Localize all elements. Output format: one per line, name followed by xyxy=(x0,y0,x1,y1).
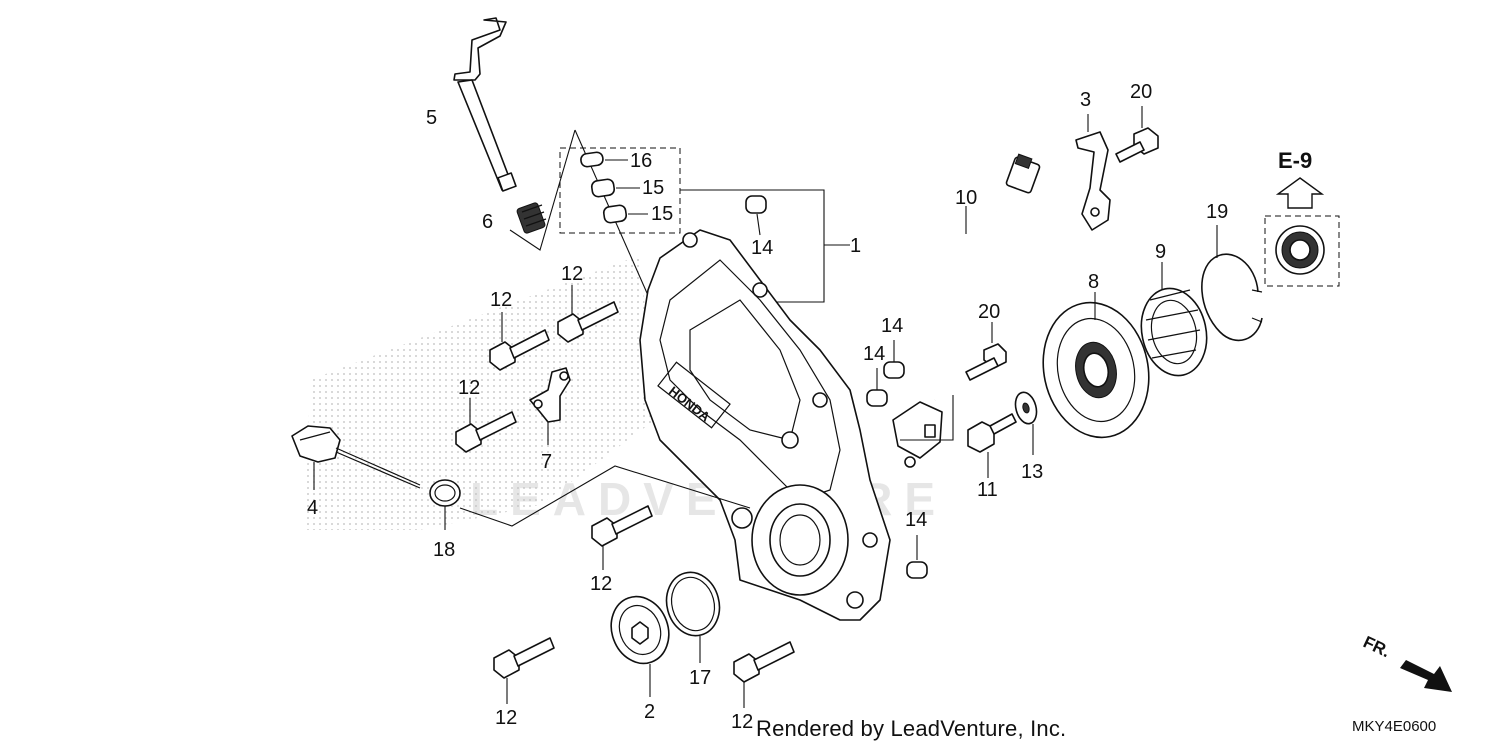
direction-label: FR. xyxy=(1360,632,1393,661)
part-12-bolt-c[interactable] xyxy=(455,411,517,453)
callout-12-c[interactable]: 12 xyxy=(458,377,480,399)
part-13-washer[interactable] xyxy=(1012,390,1040,426)
part-12-bolt-f[interactable] xyxy=(733,641,795,683)
callout-4[interactable]: 4 xyxy=(307,497,318,519)
direction-arrow xyxy=(1400,660,1452,692)
part-14-dowel-mid-a[interactable] xyxy=(866,389,888,407)
part-14-dowel-bottom[interactable] xyxy=(906,561,928,579)
callout-15-a[interactable]: 15 xyxy=(642,177,664,199)
part-20-bolt-mid[interactable] xyxy=(965,343,1007,381)
leader-bracket-1 xyxy=(680,189,825,303)
leader-v-5-6 xyxy=(509,129,576,251)
callout-10[interactable]: 10 xyxy=(955,187,977,209)
part-17-o-ring[interactable] xyxy=(660,566,727,641)
callout-12-d[interactable]: 12 xyxy=(590,573,612,595)
part-5-oil-level-gauge-rod[interactable] xyxy=(453,17,517,192)
callout-12-f[interactable]: 12 xyxy=(731,711,753,733)
callout-14-d[interactable]: 14 xyxy=(905,509,927,531)
callout-2[interactable]: 2 xyxy=(644,701,655,723)
part-11-bolt[interactable] xyxy=(967,413,1017,453)
part-18-o-ring[interactable] xyxy=(429,479,461,507)
part-14-dowel-top[interactable] xyxy=(745,195,767,214)
callout-5[interactable]: 5 xyxy=(426,107,437,129)
callout-11[interactable]: 11 xyxy=(977,479,998,501)
callout-12-e[interactable]: 12 xyxy=(495,707,517,729)
callout-3[interactable]: 3 xyxy=(1080,89,1091,111)
ref-dashed-box xyxy=(1264,215,1340,287)
part-7-clamp[interactable] xyxy=(529,367,571,423)
callout-12-b[interactable]: 12 xyxy=(561,263,583,285)
part-6-spring[interactable] xyxy=(516,202,547,234)
callout-14-c[interactable]: 14 xyxy=(863,343,885,365)
callout-9[interactable]: 9 xyxy=(1155,241,1166,263)
part-12-bolt-d[interactable] xyxy=(591,505,653,547)
part-9-one-way-clutch[interactable] xyxy=(1134,282,1215,381)
part-12-bolt-a[interactable] xyxy=(489,329,550,371)
part-20-bolt-top[interactable] xyxy=(1115,127,1159,163)
callout-16[interactable]: 16 xyxy=(630,150,652,172)
callout-14-b[interactable]: 14 xyxy=(881,315,903,337)
part-1-crankcase-cover[interactable] xyxy=(639,229,891,621)
leader-cover-4 xyxy=(459,465,751,527)
part-12-bolt-b[interactable] xyxy=(557,301,619,343)
part-12-bolt-e[interactable] xyxy=(493,637,555,679)
part-2-cap[interactable] xyxy=(602,588,678,671)
callout-19[interactable]: 19 xyxy=(1206,201,1228,223)
callout-15-b[interactable]: 15 xyxy=(651,203,673,225)
part-8-starter-gear[interactable] xyxy=(1031,293,1161,448)
part-15-dowel-upper[interactable] xyxy=(590,178,616,198)
callout-13[interactable]: 13 xyxy=(1021,461,1043,483)
part-14-dowel-mid-b[interactable] xyxy=(883,361,905,379)
part-15-dowel-lower[interactable] xyxy=(602,204,628,224)
part-10-sensor-harness[interactable] xyxy=(892,153,1041,468)
callout-8[interactable]: 8 xyxy=(1088,271,1099,293)
callout-12-a[interactable]: 12 xyxy=(490,289,512,311)
callout-20-b[interactable]: 20 xyxy=(978,301,1000,323)
footer-credit: Rendered by LeadVenture, Inc. xyxy=(756,716,1067,741)
callout-7[interactable]: 7 xyxy=(541,451,552,473)
ref-bearing[interactable] xyxy=(1275,225,1325,275)
callout-6[interactable]: 6 xyxy=(482,211,493,233)
ref-label-e9[interactable]: E-9 xyxy=(1278,148,1312,173)
part-19-snap-ring[interactable] xyxy=(1201,253,1263,342)
callout-14-a[interactable]: 14 xyxy=(751,237,773,259)
part-3-plate[interactable] xyxy=(1075,131,1111,231)
diagram-code: MKY4E0600 xyxy=(1352,718,1437,735)
callout-1[interactable]: 1 xyxy=(850,235,861,257)
ref-up-arrow[interactable] xyxy=(1275,177,1325,209)
callout-20-a[interactable]: 20 xyxy=(1130,81,1152,103)
part-16-dowel[interactable] xyxy=(580,151,604,168)
callout-17[interactable]: 17 xyxy=(689,667,711,689)
leader-20-bracket xyxy=(900,395,954,441)
callout-18[interactable]: 18 xyxy=(433,539,455,561)
part-4-oil-filler-cap[interactable] xyxy=(291,425,421,489)
